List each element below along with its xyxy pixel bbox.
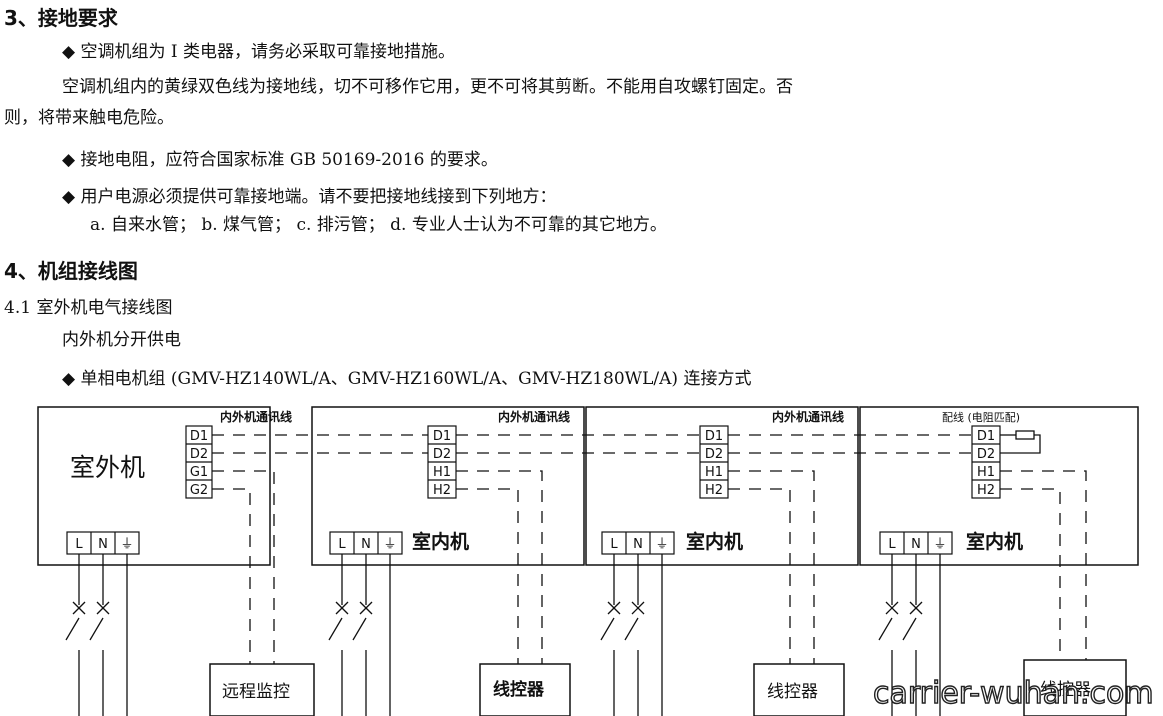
- wired-controller-1-box: [479, 663, 571, 716]
- power-terminal-label: L: [888, 537, 896, 552]
- bullet-ground-exclusions: a. 自来水管； b. 煤气管； c. 排污管； d. 专业人士认为不可靠的其它…: [90, 215, 667, 235]
- terminal-label: D2: [190, 447, 208, 462]
- outdoor-unit-box: [37, 406, 271, 566]
- wired-controller-3-box: [1023, 659, 1127, 716]
- indoor-unit-3-box: [859, 406, 1139, 566]
- terminal-label: D1: [705, 429, 723, 444]
- indoor-unit-2-box: [585, 406, 859, 566]
- ground-icon: ⏚: [933, 537, 946, 552]
- sub-heading-4-1: 4.1 室外机电气接线图: [4, 298, 173, 318]
- terminal-label: D2: [433, 447, 451, 462]
- remote-monitor-box: [209, 663, 315, 716]
- indoor-unit-1-box: [311, 406, 585, 566]
- terminal-label: H2: [705, 483, 723, 498]
- bullet-class1: ◆ 空调机组为 I 类电器，请务必采取可靠接地措施。: [62, 42, 455, 62]
- ground-icon: ⏚: [655, 537, 668, 552]
- single-phase-models-bullet: ◆ 单相电机组 (GMV-HZ140WL/A、GMV-HZ160WL/A、GMV…: [62, 369, 752, 389]
- power-terminal-label: L: [610, 537, 618, 552]
- section-4-heading: 4、机组接线图: [4, 259, 138, 283]
- power-terminal-label: N: [98, 537, 108, 552]
- grounding-paragraph-line2: 则，将带来触电危险。: [4, 108, 174, 128]
- watermark: carrier-wuhan.com: [873, 676, 1154, 711]
- grounding-paragraph-line1: 空调机组内的黄绿双色线为接地线，切不可移作它用，更不可将其剪断。不能用自攻螺钉固…: [62, 77, 793, 97]
- outdoor-unit-label: 室外机: [70, 453, 145, 482]
- indoor-unit-3-label: 室内机: [966, 530, 1023, 553]
- indoor-unit-1-label: 室内机: [412, 530, 469, 553]
- resistor-label: 配线 (电阻匹配): [942, 410, 1020, 424]
- terminal-label: H1: [433, 465, 451, 480]
- section-3-heading: 3、接地要求: [4, 6, 118, 30]
- bullet-power-ground: ◆ 用户电源必须提供可靠接地端。请不要把接地线接到下列地方：: [62, 187, 557, 207]
- power-terminal-label: L: [75, 537, 83, 552]
- comm-line-label-2: 内外机通讯线: [498, 409, 570, 424]
- terminal-label: D1: [433, 429, 451, 444]
- terminal-label: D1: [977, 429, 995, 444]
- separate-power-note: 内外机分开供电: [62, 330, 181, 350]
- terminal-label: D2: [977, 447, 995, 462]
- terminal-label: H1: [705, 465, 723, 480]
- bullet-resistance: ◆ 接地电阻，应符合国家标准 GB 50169-2016 的要求。: [62, 150, 498, 170]
- ground-icon: ⏚: [120, 537, 133, 552]
- wired-controller-2-box: [753, 663, 845, 716]
- terminal-label: H2: [433, 483, 451, 498]
- ground-icon: ⏚: [383, 537, 396, 552]
- power-terminal-label: L: [338, 537, 346, 552]
- power-terminal-label: N: [361, 537, 371, 552]
- terminal-label: D2: [705, 447, 723, 462]
- wired-controller-3-label: 线控器: [1040, 680, 1091, 700]
- power-terminal-label: N: [911, 537, 921, 552]
- comm-line-label-1: 内外机通讯线: [220, 409, 292, 424]
- terminal-label: G1: [190, 465, 208, 480]
- power-terminal-label: N: [633, 537, 643, 552]
- indoor-unit-2-label: 室内机: [686, 530, 743, 553]
- wired-controller-1-label: 线控器: [493, 679, 545, 700]
- terminal-label: H1: [977, 465, 995, 480]
- terminal-label: G2: [190, 483, 208, 498]
- terminal-label: D1: [190, 429, 208, 444]
- comm-line-label-3: 内外机通讯线: [772, 409, 844, 424]
- wired-controller-2-label: 线控器: [767, 682, 818, 702]
- remote-monitor-label: 远程监控: [222, 682, 290, 702]
- terminal-label: H2: [977, 483, 995, 498]
